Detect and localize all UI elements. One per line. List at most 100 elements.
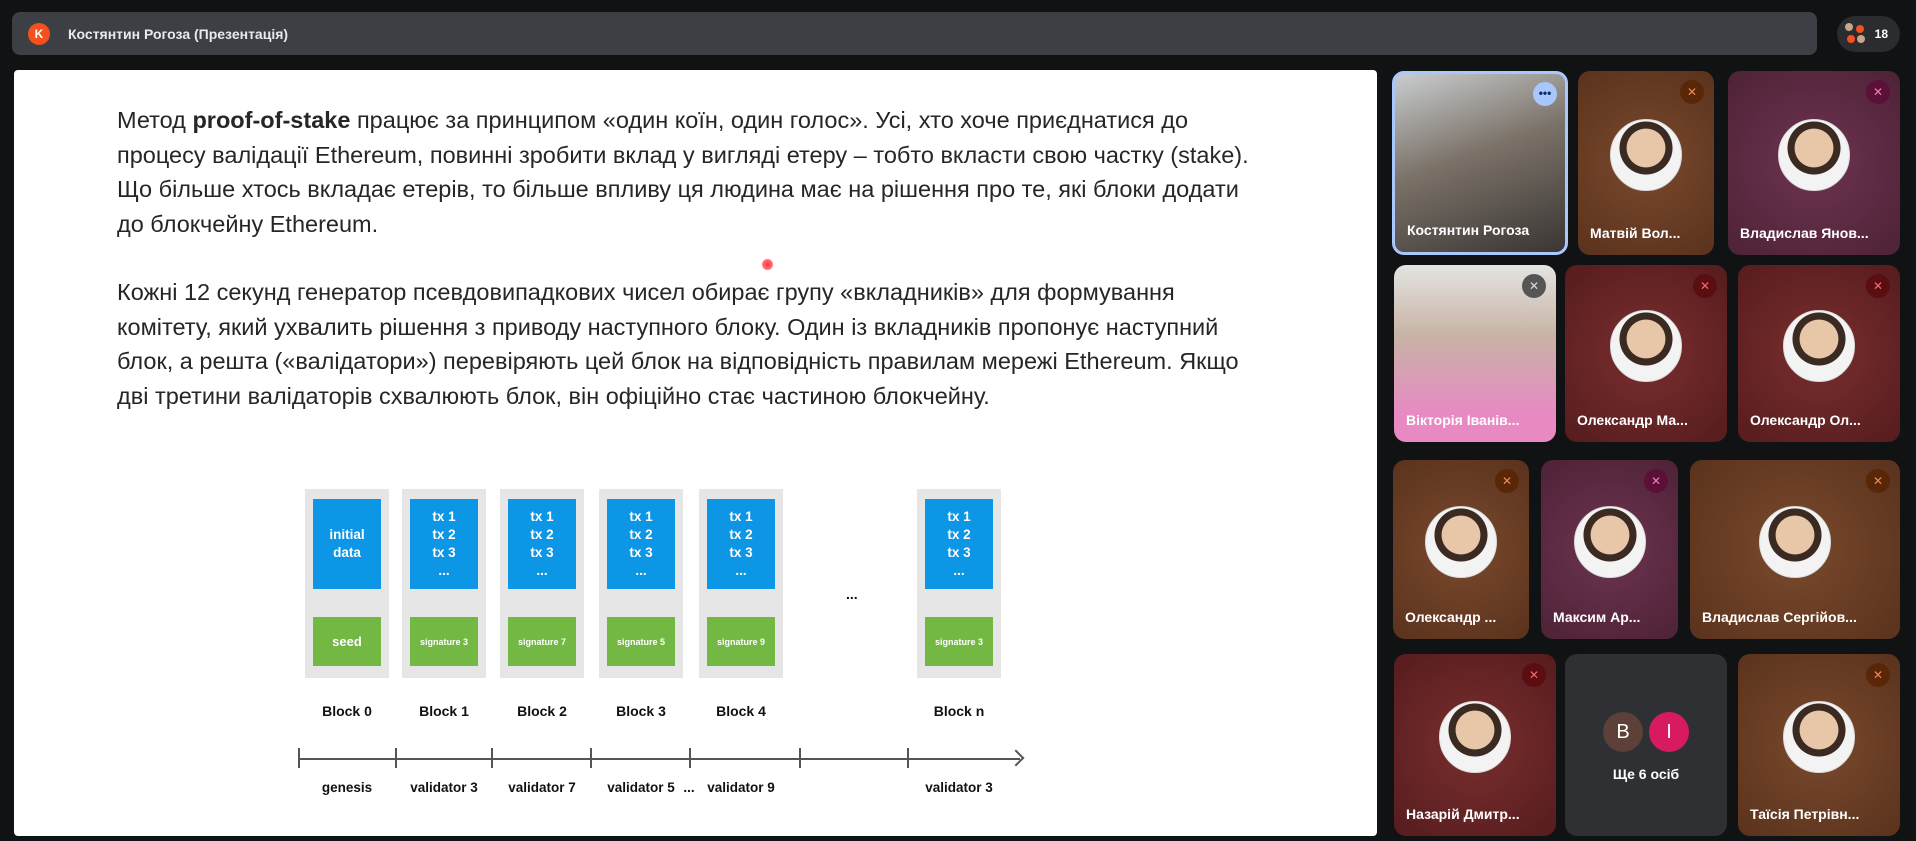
block-column: initial data seed (305, 489, 389, 678)
tx-text: tx 2 (947, 527, 971, 542)
tx-text: tx 1 (729, 509, 753, 524)
block-signature: signature 5 (607, 617, 675, 666)
genesis-data-text: initial data (329, 527, 365, 560)
participant-tile[interactable]: ✕ Владислав Сергійов... (1690, 460, 1900, 639)
participant-tile[interactable]: ✕ Олександр Ол... (1738, 265, 1900, 442)
participant-tile[interactable]: ✕ Назарій Дмитр... (1394, 654, 1556, 836)
block-data: tx 1 tx 2 tx 3... (508, 499, 576, 589)
validator-label: validator 3 (925, 780, 993, 795)
block-label: Block 0 (322, 703, 372, 719)
block-label: Block 2 (517, 703, 567, 719)
avatar (1439, 701, 1511, 773)
block-signature: signature 3 (925, 617, 993, 666)
mic-off-icon: ✕ (1866, 663, 1890, 687)
mic-off-icon: ✕ (1644, 469, 1668, 493)
participant-name: Костянтин Рогоза (1407, 222, 1530, 238)
participant-tile[interactable]: ••• Костянтин Рогоза (1392, 71, 1568, 255)
slide-paragraph-2: Кожні 12 секунд генератор псевдовипадков… (117, 279, 1239, 409)
slide-paragraph-1: Метод proof-of-stake працює за принципом… (117, 103, 1267, 241)
participants-count: 18 (1874, 27, 1888, 41)
block-label: Block 3 (616, 703, 666, 719)
validator-label: validator 3 (410, 780, 478, 795)
tx-text: tx 1 (432, 509, 456, 524)
participant-tile[interactable]: ✕ Максим Ар... (1541, 460, 1678, 639)
participant-name: Олександр Ма... (1577, 412, 1688, 428)
tx-text: tx 2 (432, 527, 456, 542)
presentation-title: Костянтин Рогоза (Презентація) (68, 25, 289, 42)
validator-label: genesis (321, 780, 373, 795)
block-signature: signature 7 (508, 617, 576, 666)
avatar (1573, 505, 1646, 578)
presenter-avatar: K (28, 22, 50, 45)
block-label: Block n (933, 703, 985, 719)
participants-button[interactable]: 18 (1837, 16, 1900, 52)
mic-off-icon: ✕ (1866, 274, 1890, 298)
p1-text-rest: працює за принципом «один коїн, один гол… (117, 107, 1249, 237)
tx-text: ... (536, 563, 548, 578)
tx-text: tx 3 (629, 545, 653, 560)
avatar (1759, 505, 1831, 578)
block-column: tx 1 tx 2 tx 3... signature 5 (599, 489, 683, 678)
participant-tile[interactable]: ✕ Матвій Вол... (1578, 71, 1714, 255)
timeline-axis (298, 758, 1020, 760)
participant-name: Назарій Дмитр... (1406, 806, 1520, 822)
avatar (1610, 119, 1682, 191)
p1-bold: proof-of-stake (192, 107, 351, 133)
block-signature: signature 3 (410, 617, 478, 666)
tx-text: tx 3 (947, 545, 971, 560)
mic-off-icon: ✕ (1680, 80, 1704, 104)
blocks-ellipsis: ... (846, 586, 858, 602)
avatar (1425, 505, 1497, 578)
avatar (1778, 119, 1850, 191)
validator-label: validator 9 (707, 780, 775, 795)
participant-name: Максим Ар... (1553, 609, 1641, 625)
tx-text: tx 3 (530, 545, 554, 560)
tx-text: tx 1 (947, 509, 971, 524)
participant-name: Таїсія Петрівн... (1750, 806, 1860, 822)
block-data: initial data (313, 499, 381, 589)
participant-tile[interactable]: ✕Вікторія Іванів... (1394, 265, 1556, 442)
mic-off-icon: ✕ (1495, 469, 1519, 493)
participant-name: Матвій Вол... (1590, 225, 1681, 241)
tx-text: tx 1 (629, 509, 653, 524)
tx-text: ... (735, 563, 747, 578)
tx-text: tx 2 (729, 527, 753, 542)
tx-text: tx 2 (629, 527, 653, 542)
avatar (1783, 701, 1855, 773)
participant-name: Владислав Янов... (1740, 225, 1869, 241)
p1-text: Метод (117, 107, 193, 133)
participant-tile[interactable]: ✕ Владислав Янов... (1728, 71, 1900, 255)
participant-tile[interactable]: ✕ Олександр Ма... (1565, 265, 1727, 442)
presentation-slide: Метод proof-of-stake працює за принципом… (14, 70, 1377, 836)
more-options-icon[interactable]: ••• (1533, 82, 1557, 106)
block-data: tx 1 tx 2 tx 3... (410, 499, 478, 589)
participant-tile[interactable]: ✕ Таїсія Петрівн... (1738, 654, 1900, 836)
mic-off-icon: ✕ (1866, 469, 1890, 493)
tx-text: tx 3 (432, 545, 456, 560)
mic-off-icon: ✕ (1866, 80, 1890, 104)
avatar: B (1603, 712, 1643, 752)
tx-text: tx 2 (530, 527, 554, 542)
timeline-arrow-icon (1007, 749, 1025, 767)
participant-name: Олександр ... (1405, 609, 1497, 625)
block-label: Block 1 (419, 703, 469, 719)
mic-off-icon: ✕ (1693, 274, 1717, 298)
tx-text: tx 1 (530, 509, 554, 524)
tx-text: ... (635, 563, 647, 578)
participant-name: Владислав Сергійов... (1702, 609, 1857, 625)
participant-avatars-icon (1845, 23, 1867, 45)
participant-name: Ще 6 осіб (1612, 766, 1680, 782)
block-data: tx 1 tx 2 tx 3... (607, 499, 675, 589)
avatar (1610, 309, 1682, 382)
block-signature: seed (313, 617, 381, 666)
mic-off-icon: ✕ (1522, 663, 1546, 687)
validator-label: validator 7 (508, 780, 576, 795)
tx-text: ... (438, 563, 450, 578)
participant-tile[interactable]: ✕ Олександр ... (1393, 460, 1529, 639)
avatar (1783, 309, 1855, 382)
participant-name: Олександр Ол... (1750, 412, 1861, 428)
block-column: tx 1 tx 2 tx 3... signature 7 (500, 489, 584, 678)
